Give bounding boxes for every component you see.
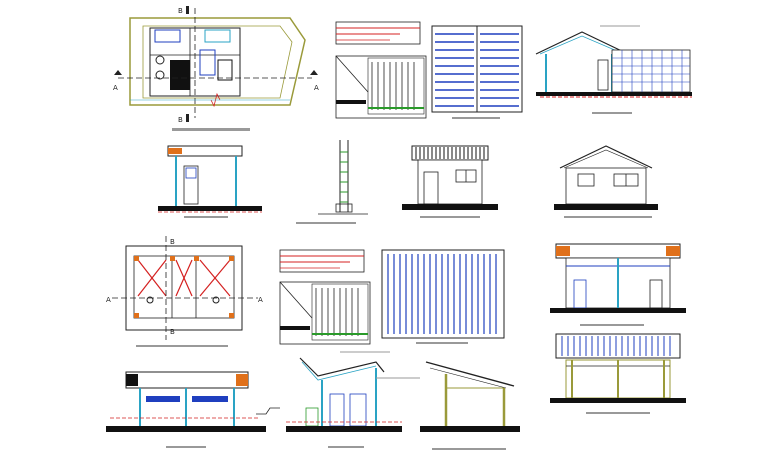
elevation-1 (535, 25, 692, 114)
detail-sheet-1 (335, 21, 427, 119)
grille-panel-1 (431, 25, 523, 119)
grille-panel-2 (381, 249, 505, 344)
elevation-2 (402, 145, 498, 218)
section-3 (286, 351, 420, 448)
elevation-3 (554, 145, 658, 218)
section-mark-b-top: B (178, 7, 183, 15)
elevation-4 (550, 243, 686, 326)
floor-plan-1: A A B B (113, 6, 319, 131)
section-mark-b-bottom-2: B (170, 328, 175, 336)
section-mark-b-bottom: B (178, 116, 183, 124)
floor-plan-2: A A B B (106, 236, 263, 347)
column-detail (296, 140, 368, 224)
section-1 (158, 145, 262, 218)
section-mark-b-top-2: B (170, 238, 175, 246)
section-2 (106, 371, 280, 448)
section-4 (420, 361, 520, 450)
section-mark-a-right: A (314, 84, 319, 92)
section-mark-a-left: A (113, 84, 118, 92)
section-mark-a-left-2: A (106, 296, 111, 304)
detail-sheet-2 (279, 249, 371, 345)
elevation-5 (550, 333, 686, 414)
section-mark-a-right-2: A (258, 296, 263, 304)
